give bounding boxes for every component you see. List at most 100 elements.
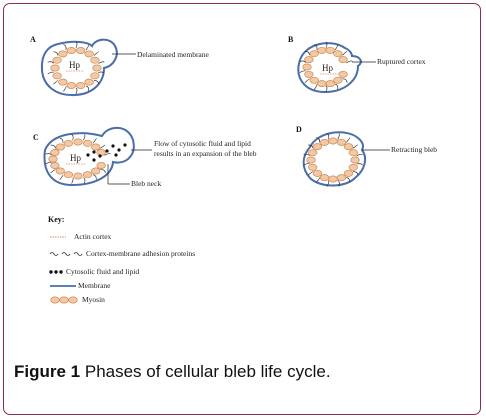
myosin-oval <box>312 169 323 177</box>
myosin-oval <box>306 156 316 164</box>
adhesion-squiggle <box>352 144 359 149</box>
myosin-oval <box>350 156 360 164</box>
panel-c-label-line2: results in an expansion of the bleb <box>154 149 257 158</box>
myosin-oval <box>66 82 76 89</box>
adhesion-squiggle <box>85 44 90 51</box>
key-myosin-label: Myosin <box>82 295 105 304</box>
adhesion-squiggle <box>83 177 86 184</box>
adhesion-squiggle <box>346 177 351 183</box>
myosin-oval <box>55 143 65 151</box>
panel-c: C Hp Flow of cytosolic fluid and lipid r… <box>33 126 257 188</box>
myosin-oval <box>82 139 93 147</box>
panel-d-label: Retracting bleb <box>391 145 437 154</box>
myosin-oval <box>343 143 354 151</box>
myosin-oval <box>317 80 327 88</box>
key-cytosolic-label: Cytosolic fluid and lipid <box>66 267 139 276</box>
myosin-oval <box>304 70 314 78</box>
adhesion-squiggle <box>326 180 330 187</box>
myosin-oval <box>90 72 100 80</box>
adhesion-squiggle <box>92 137 97 144</box>
myosin-oval <box>84 50 94 58</box>
panel-c-letter: C <box>33 133 39 142</box>
myosin-oval <box>348 149 358 157</box>
adhesion-squiggle <box>342 78 348 83</box>
myosin-oval <box>58 50 68 58</box>
adhesion-squiggle <box>92 174 97 180</box>
cytosolic-dots-symbol <box>49 270 63 274</box>
adhesion-squiggle <box>98 61 105 64</box>
adhesion-squiggle <box>50 169 56 174</box>
myosin-oval <box>50 149 60 156</box>
adhesion-squiggle <box>316 177 321 183</box>
caption-prefix: Figure 1 <box>14 362 81 381</box>
adhesion-squiggle <box>98 71 105 74</box>
adhesion-squiggle <box>53 80 59 85</box>
myosin-oval <box>308 149 318 157</box>
myosin-oval <box>63 139 74 147</box>
adhesion-squiggle <box>47 71 54 75</box>
panel-b-letter: B <box>288 35 294 44</box>
myosin-ovals-symbol <box>50 296 78 304</box>
adhesion-squiggle <box>71 177 74 184</box>
panel-a-membrane <box>40 38 118 97</box>
myosin-oval <box>309 50 319 58</box>
adhesion-squiggle <box>63 85 67 92</box>
myosin-oval <box>308 163 318 171</box>
myosin-oval <box>325 80 335 88</box>
panel-d-myosin-ring <box>303 133 363 187</box>
adhesion-squiggle <box>45 161 52 165</box>
adhesion-squiggle <box>304 51 310 56</box>
panel-c-neck-label: Bleb neck <box>131 179 161 188</box>
myosin-oval <box>50 64 60 72</box>
panel-b-hp: Hp <box>322 63 333 73</box>
myosin-oval <box>328 137 338 145</box>
adhesion-squiggle <box>299 60 306 63</box>
adhesion-squiggle <box>314 83 318 90</box>
key-legend: Key: Actin cortex Cortex-membrane adhesi… <box>48 215 195 304</box>
myosin-oval <box>328 175 338 183</box>
panel-d: D Retracting bleb <box>296 125 437 187</box>
adhesion-squiggle <box>346 60 353 64</box>
adhesion-squiggle <box>75 87 78 95</box>
myosin-oval <box>76 82 86 89</box>
adhesion-squiggle <box>47 61 54 64</box>
myosin-oval <box>336 174 347 182</box>
caption-text: Phases of cellular bleb life cycle. <box>84 362 331 381</box>
myosin-oval <box>73 172 83 180</box>
panel-a-myosin-ring <box>47 41 105 95</box>
myosin-oval <box>338 70 348 78</box>
myosin-oval <box>50 162 60 169</box>
adhesion-squiggle <box>316 137 321 143</box>
adhesion-squiggle <box>346 137 351 143</box>
panel-b-membrane <box>297 42 362 94</box>
panel-c-hp: Hp <box>70 153 81 163</box>
panel-b: B Hp Ruptured cortex <box>288 35 426 94</box>
key-title: Key: <box>48 215 64 224</box>
panel-c-cytosolic-dots <box>86 143 127 162</box>
adhesion-squiggle <box>337 180 340 187</box>
adhesion-squiggle <box>325 41 328 49</box>
myosin-oval <box>309 76 319 84</box>
key-actin-label: Actin cortex <box>74 232 112 241</box>
adhesion-squiggle <box>93 51 99 56</box>
panel-a-hp: Hp <box>69 60 80 70</box>
myosin-oval <box>319 138 330 146</box>
adhesion-squiggle <box>59 174 64 181</box>
adhesion-squiggle <box>82 134 86 141</box>
myosin-oval <box>91 167 101 175</box>
myosin-oval <box>343 169 354 177</box>
panel-c-label-line1: Flow of cytosolic fluid and lipid <box>154 139 251 148</box>
myosin-oval <box>58 78 68 86</box>
panel-d-membrane <box>302 131 367 187</box>
key-membrane-label: Membrane <box>78 281 111 290</box>
adhesion-squiggle <box>307 171 314 176</box>
figure-caption: Figure 1 Phases of cellular bleb life cy… <box>14 362 331 382</box>
myosin-oval <box>96 162 106 169</box>
adhesion-squiggle <box>100 169 106 173</box>
adhesion-squiggle <box>299 70 306 73</box>
adhesion-squiggle <box>314 44 318 50</box>
adhesion-squiggle <box>308 144 314 149</box>
adhesion-squiggle <box>325 85 328 93</box>
adhesion-squiggle <box>342 51 348 56</box>
adhesion-squiggle <box>104 153 111 156</box>
